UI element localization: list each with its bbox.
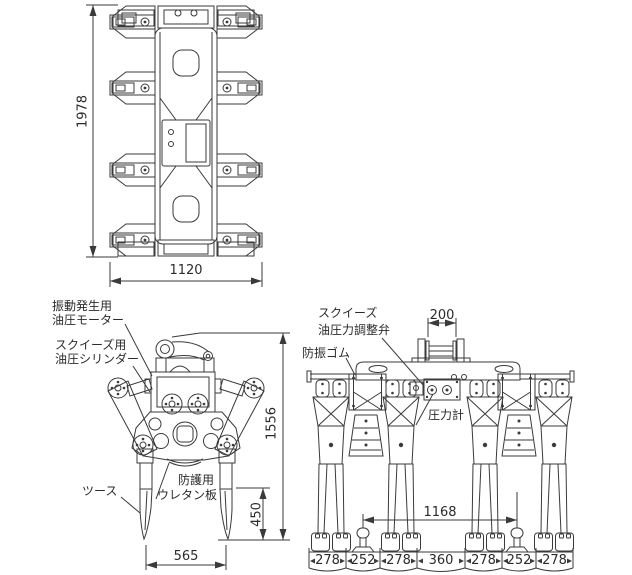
dim-tooth-depth: 450 xyxy=(249,502,265,527)
dim-segment-4: 360 xyxy=(428,553,454,568)
side-view-dimension-lines xyxy=(362,318,518,528)
dim-segment-5: 278 xyxy=(471,553,496,568)
dim-segment-7: 278 xyxy=(542,553,567,568)
dim-segment-3: 278 xyxy=(386,553,411,568)
dim-overall-height: 1556 xyxy=(264,406,280,441)
side-view-drawing xyxy=(306,337,575,553)
side-view-bottom-dimension-band xyxy=(308,548,574,572)
label-pressure-gauge: 圧力計 xyxy=(428,408,465,422)
label-squeeze-cylinder-line2: 油圧シリンダー xyxy=(55,352,140,366)
label-squeeze-cylinder-line1: スクイーズ用 xyxy=(55,338,127,352)
label-anti-vibration-rubber: 防振ゴム xyxy=(302,346,351,360)
dim-tine-span: 1168 xyxy=(423,505,457,520)
dim-segment-1: 278 xyxy=(315,553,340,568)
front-view-drawing xyxy=(107,323,265,540)
dim-overall-length: 1978 xyxy=(75,94,91,129)
label-squeeze-valve-line2: 油圧力調整弁 xyxy=(318,323,391,337)
label-urethane-plate-line1: 防護用 xyxy=(178,473,215,487)
dim-segment-2: 252 xyxy=(350,553,376,568)
label-tooth: ツース xyxy=(82,484,118,498)
label-vibration-motor-line1: 振動発生用 xyxy=(52,299,113,313)
label-vibration-motor-line2: 油圧モーター xyxy=(52,313,125,327)
label-squeeze-valve-line1: スクイーズ xyxy=(318,306,378,320)
plan-view-dimension-lines xyxy=(86,4,263,287)
front-view-dimension-lines xyxy=(145,332,290,570)
label-urethane-plate-line2: ウレタン板 xyxy=(157,488,218,502)
plan-view-drawing xyxy=(109,5,263,257)
dim-tooth-spacing: 565 xyxy=(173,549,199,564)
dim-overall-width: 1120 xyxy=(169,263,203,278)
dim-mount-width: 200 xyxy=(429,308,455,323)
dim-segment-6: 252 xyxy=(506,553,532,568)
